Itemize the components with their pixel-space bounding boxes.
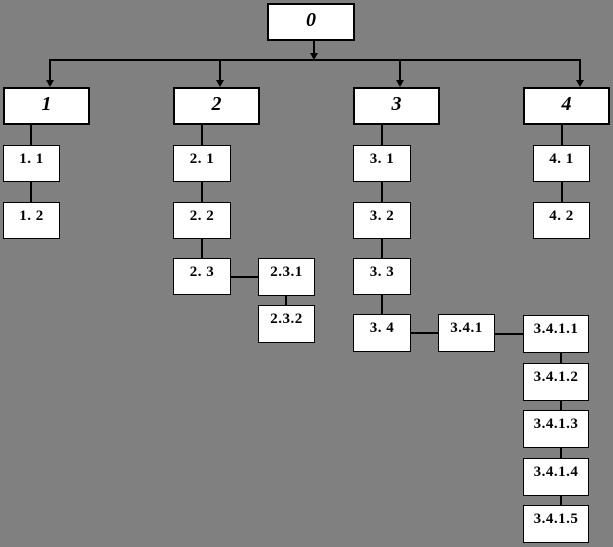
connector-3-4-1-2-to-3-4-1-3: [560, 401, 562, 410]
node-3-4-1-3-label: 3.4.1.3: [533, 416, 579, 432]
node-3-4-1-4: 3.4.1.4: [523, 458, 589, 496]
node-3-1: 3. 1: [353, 145, 411, 182]
connector-3-4-to-3-4-1: [411, 332, 438, 334]
connector-2-to-2-1: [201, 125, 203, 145]
connector-1-to-1-1: [30, 125, 32, 145]
node-3-2: 3. 2: [353, 202, 411, 239]
connector-3-1-to-3-2: [381, 182, 383, 202]
node-1-1-label: 1. 1: [19, 151, 44, 167]
connector-2-1-to-2-2: [201, 182, 203, 202]
arrowhead-down-icon: [46, 80, 54, 87]
connector-3-3-to-3-4: [381, 295, 383, 314]
node-0-label: 0: [306, 9, 316, 31]
node-2: 2: [173, 87, 260, 125]
node-3-4-1-2-label: 3.4.1.2: [533, 369, 579, 385]
arrowhead-down-icon: [576, 80, 584, 87]
node-3-1-label: 3. 1: [369, 151, 395, 167]
node-3-4-1-3: 3.4.1.3: [523, 410, 589, 448]
connector-3-4-1-1-to-3-4-1-2: [560, 353, 562, 363]
node-2-label: 2: [211, 93, 222, 115]
node-2-3-label: 2. 3: [189, 264, 215, 280]
node-4-1-label: 4. 1: [549, 151, 574, 167]
connector-3-4-1-to-3-4-1-1: [495, 333, 523, 335]
node-2-1: 2. 1: [173, 145, 231, 182]
node-3-4-1-2: 3.4.1.2: [523, 363, 589, 401]
node-3-3: 3. 3: [353, 258, 411, 295]
connector-3-4-1-3-to-3-4-1-4: [560, 448, 562, 458]
node-3-4-1-1-label: 3.4.1.1: [533, 321, 579, 337]
node-3: 3: [353, 87, 440, 125]
arrowhead-down-icon: [310, 53, 318, 60]
connector-2-3-to-2-3-1: [231, 276, 258, 278]
node-4-2-label: 4. 2: [549, 208, 574, 224]
connector-2-2-to-2-3: [201, 239, 203, 258]
node-2-3-1: 2.3.1: [258, 258, 315, 296]
node-1: 1: [3, 87, 90, 125]
node-4-1: 4. 1: [533, 145, 590, 182]
connector-4-to-4-1: [561, 125, 563, 145]
node-1-2-label: 1. 2: [19, 208, 44, 224]
connector-3-2-to-3-3: [381, 239, 383, 258]
node-3-4-1-label: 3.4.1: [450, 320, 483, 336]
node-3-4-1: 3.4.1: [438, 314, 495, 352]
node-2-2-label: 2. 2: [189, 208, 215, 224]
node-1-label: 1: [41, 93, 52, 115]
connector-1-1-to-1-2: [30, 182, 32, 202]
node-2-3: 2. 3: [173, 258, 231, 295]
node-3-2-label: 3. 2: [369, 208, 395, 224]
connector-drop-2: [219, 61, 221, 82]
node-1-2: 1. 2: [3, 202, 60, 239]
connector-drop-1: [49, 61, 51, 82]
node-0: 0: [267, 3, 355, 41]
node-3-4-1-4-label: 3.4.1.4: [533, 464, 579, 480]
connector-3-to-3-1: [381, 125, 383, 145]
node-3-4-1-5: 3.4.1.5: [523, 505, 589, 543]
connector-root-stem: [313, 41, 315, 55]
node-3-label: 3: [391, 93, 402, 115]
node-3-4-1-1: 3.4.1.1: [523, 315, 589, 353]
node-2-3-1-label: 2.3.1: [270, 264, 303, 280]
connector-drop-3: [399, 61, 401, 82]
node-2-2: 2. 2: [173, 202, 231, 239]
node-3-4-label: 3. 4: [369, 320, 395, 336]
node-2-3-2: 2.3.2: [258, 305, 315, 343]
node-4-2: 4. 2: [533, 202, 590, 239]
node-3-4: 3. 4: [353, 314, 411, 352]
connector-drop-4: [579, 61, 581, 82]
node-4: 4: [523, 87, 610, 125]
node-2-1-label: 2. 1: [189, 151, 215, 167]
arrowhead-down-icon: [396, 80, 404, 87]
connector-4-1-to-4-2: [561, 182, 563, 202]
node-4-label: 4: [561, 93, 572, 115]
connector-2-3-1-to-2-3-2: [285, 296, 287, 305]
connector-bus: [49, 59, 581, 61]
node-3-3-label: 3. 3: [369, 264, 395, 280]
node-1-1: 1. 1: [3, 145, 60, 182]
arrowhead-down-icon: [216, 80, 224, 87]
connector-3-4-1-4-to-3-4-1-5: [560, 496, 562, 505]
node-2-3-2-label: 2.3.2: [270, 311, 303, 327]
node-3-4-1-5-label: 3.4.1.5: [533, 511, 579, 527]
